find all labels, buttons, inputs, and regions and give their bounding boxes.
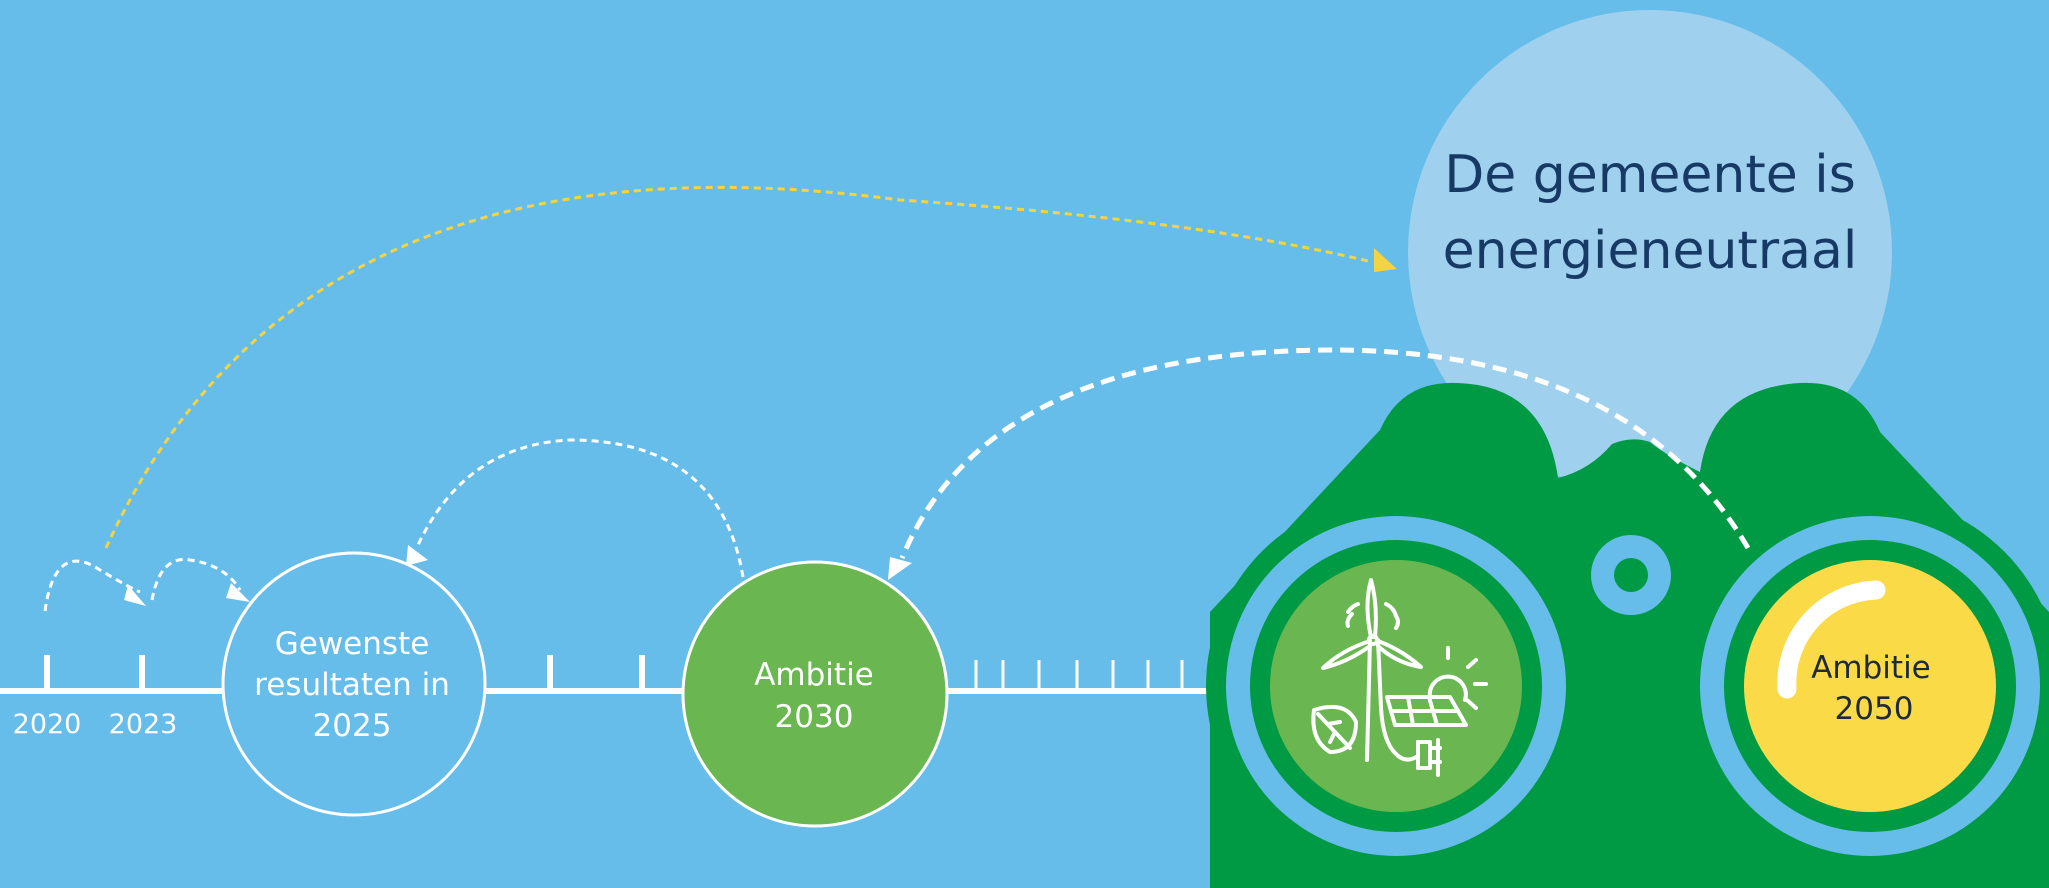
- arrow-head-2030: [888, 557, 912, 580]
- timeline-ticks: [44, 655, 645, 691]
- arrow-head-2025-b: [406, 545, 428, 566]
- milestone-2030-line-2: 2030: [775, 699, 854, 735]
- milestone-2050-line-2: 2050: [1835, 691, 1914, 727]
- milestone-2025-line-3: 2025: [313, 708, 392, 744]
- year-label-2020: 2020: [13, 709, 82, 740]
- arrows: [43, 185, 1751, 612]
- milestone-2025-line-1: Gewenste: [275, 626, 430, 662]
- milestone-2025-circle: [221, 551, 487, 817]
- arrow-2023-to-2025: [150, 558, 242, 601]
- goal-line-1: De gemeente is: [1444, 145, 1856, 205]
- milestone-2050-line-1: Ambitie: [1811, 650, 1931, 686]
- arrow-2020-to-goal: [104, 185, 1373, 549]
- milestone-2030-line-1: Ambitie: [754, 657, 874, 693]
- arrow-2050-to-2030: [899, 347, 1751, 559]
- binoculars-icon: [1206, 382, 2049, 888]
- arrow-2030-to-2025: [416, 438, 745, 578]
- milestone-2025-line-2: resultaten in: [254, 667, 450, 703]
- timeline-minor-ticks: [974, 660, 1184, 691]
- arrow-head-goal: [1374, 248, 1397, 272]
- goal-bubble: [1408, 10, 1892, 494]
- year-label-2023: 2023: [109, 709, 178, 740]
- arrow-head-2023: [124, 585, 146, 606]
- goal-line-2: energieneutraal: [1443, 221, 1858, 281]
- arrow-2020-to-2023: [43, 559, 141, 612]
- arrow-head-2025-a: [226, 583, 250, 602]
- wind-solar-energy-icon: [1311, 578, 1488, 777]
- milestone-2030-circle: [681, 560, 949, 828]
